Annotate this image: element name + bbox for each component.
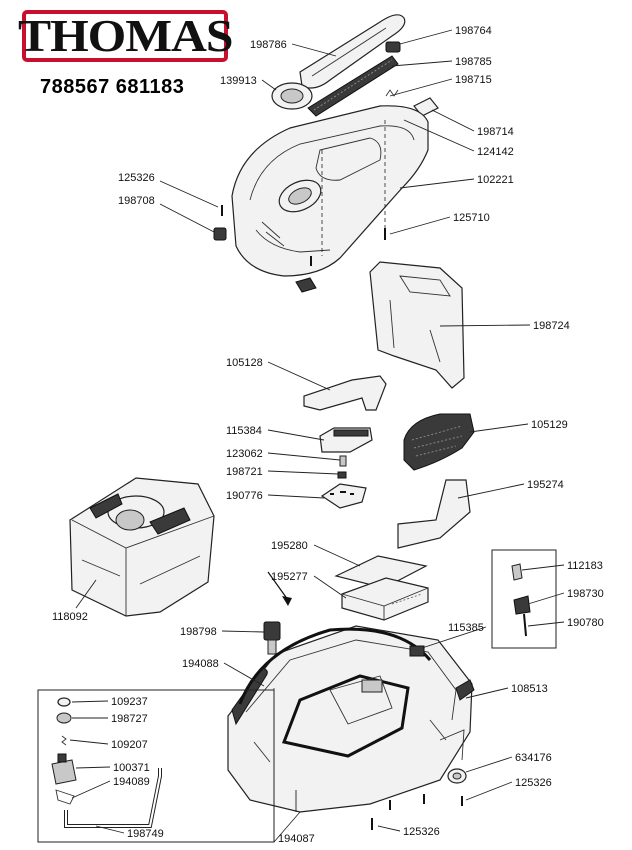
part-label: 123062 bbox=[226, 448, 263, 460]
part-label: 124142 bbox=[477, 146, 514, 158]
pump-holder-part bbox=[55, 789, 75, 805]
part-label: 118092 bbox=[52, 611, 88, 623]
filter-grille-part bbox=[403, 413, 475, 471]
part-label: 125326 bbox=[118, 172, 155, 184]
circuit-board-part bbox=[320, 483, 367, 509]
part-label: 194087 bbox=[278, 833, 315, 845]
part-label: 198764 bbox=[455, 25, 492, 37]
pump-part bbox=[51, 753, 77, 785]
part-label: 115385 bbox=[448, 622, 484, 634]
seal-ring-part bbox=[238, 627, 432, 705]
insulation-panel-part bbox=[397, 479, 471, 549]
part-label: 115384 bbox=[226, 425, 262, 437]
part-label: 139913 bbox=[220, 75, 257, 87]
leader-lines bbox=[69, 29, 565, 834]
clip-part-small bbox=[337, 471, 347, 479]
button-ring-part bbox=[271, 82, 313, 110]
part-label: 195274 bbox=[527, 479, 564, 491]
hose-part bbox=[64, 768, 162, 828]
brand-logo-text: THOMAS bbox=[17, 10, 233, 61]
part-label: 108513 bbox=[511, 683, 548, 695]
cable-socket-part bbox=[409, 645, 425, 657]
part-label: 198749 bbox=[127, 828, 164, 840]
part-label: 198724 bbox=[533, 320, 570, 332]
clip-part-top bbox=[385, 41, 401, 53]
part-label: 195280 bbox=[271, 540, 308, 552]
detail-box-right bbox=[491, 549, 557, 649]
spring-part bbox=[385, 89, 399, 97]
part-label: 195277 bbox=[271, 571, 308, 583]
top-cover-part bbox=[231, 105, 429, 277]
inner-cover-part bbox=[303, 375, 387, 411]
part-label: 198785 bbox=[455, 56, 492, 68]
part-label: 198730 bbox=[567, 588, 604, 600]
rear-housing-part bbox=[369, 261, 465, 389]
part-label: 198798 bbox=[180, 626, 217, 638]
part-label: 198714 bbox=[477, 126, 514, 138]
nozzle-pin-part bbox=[523, 613, 527, 637]
o-ring-part bbox=[56, 712, 72, 724]
part-label: 109207 bbox=[111, 739, 148, 751]
part-label: 198715 bbox=[455, 74, 492, 86]
valve-part bbox=[511, 563, 523, 581]
brand-logo: THOMAS bbox=[18, 10, 233, 62]
part-label: 190776 bbox=[226, 490, 263, 502]
spring-small-part bbox=[61, 735, 67, 746]
part-label: 105129 bbox=[531, 419, 568, 431]
part-label: 198708 bbox=[118, 195, 155, 207]
handle-grip-part bbox=[307, 55, 399, 117]
part-label: 198727 bbox=[111, 713, 148, 725]
part-label: 125710 bbox=[453, 212, 490, 224]
part-label: 112183 bbox=[567, 560, 603, 572]
arrow-head-icon bbox=[282, 596, 292, 606]
bracket-part bbox=[319, 427, 373, 453]
part-label: 100371 bbox=[113, 762, 150, 774]
detail-link-line bbox=[273, 688, 301, 843]
detail-box-left bbox=[37, 689, 275, 843]
hepa-filter-part bbox=[341, 577, 429, 621]
part-label: 198786 bbox=[250, 39, 287, 51]
hinge-clip-part bbox=[213, 227, 227, 241]
handle-part bbox=[299, 14, 406, 89]
water-tank-part bbox=[69, 477, 215, 617]
part-label: 634176 bbox=[515, 752, 552, 764]
model-number: 788567 681183 bbox=[40, 76, 185, 98]
connector-part bbox=[263, 621, 281, 655]
cover-latch-part bbox=[295, 277, 317, 293]
part-label: 102221 bbox=[477, 174, 514, 186]
washer-part bbox=[57, 697, 71, 707]
part-label: 109237 bbox=[111, 696, 148, 708]
wheel-part bbox=[447, 768, 467, 784]
pin-part bbox=[339, 455, 347, 467]
part-label: 105128 bbox=[226, 357, 263, 369]
pump-bracket-part bbox=[513, 595, 531, 615]
assembly-arrow bbox=[267, 571, 289, 601]
part-label: 194088 bbox=[182, 658, 219, 670]
part-label: 194089 bbox=[113, 776, 150, 788]
base-unit-part bbox=[227, 625, 475, 813]
part-labels: 198786 198764 198785 139913 198715 19871… bbox=[52, 25, 604, 845]
part-label: 190780 bbox=[567, 617, 604, 629]
part-label: 125326 bbox=[403, 826, 440, 838]
part-label: 198721 bbox=[226, 466, 263, 478]
part-label: 125326 bbox=[515, 777, 552, 789]
